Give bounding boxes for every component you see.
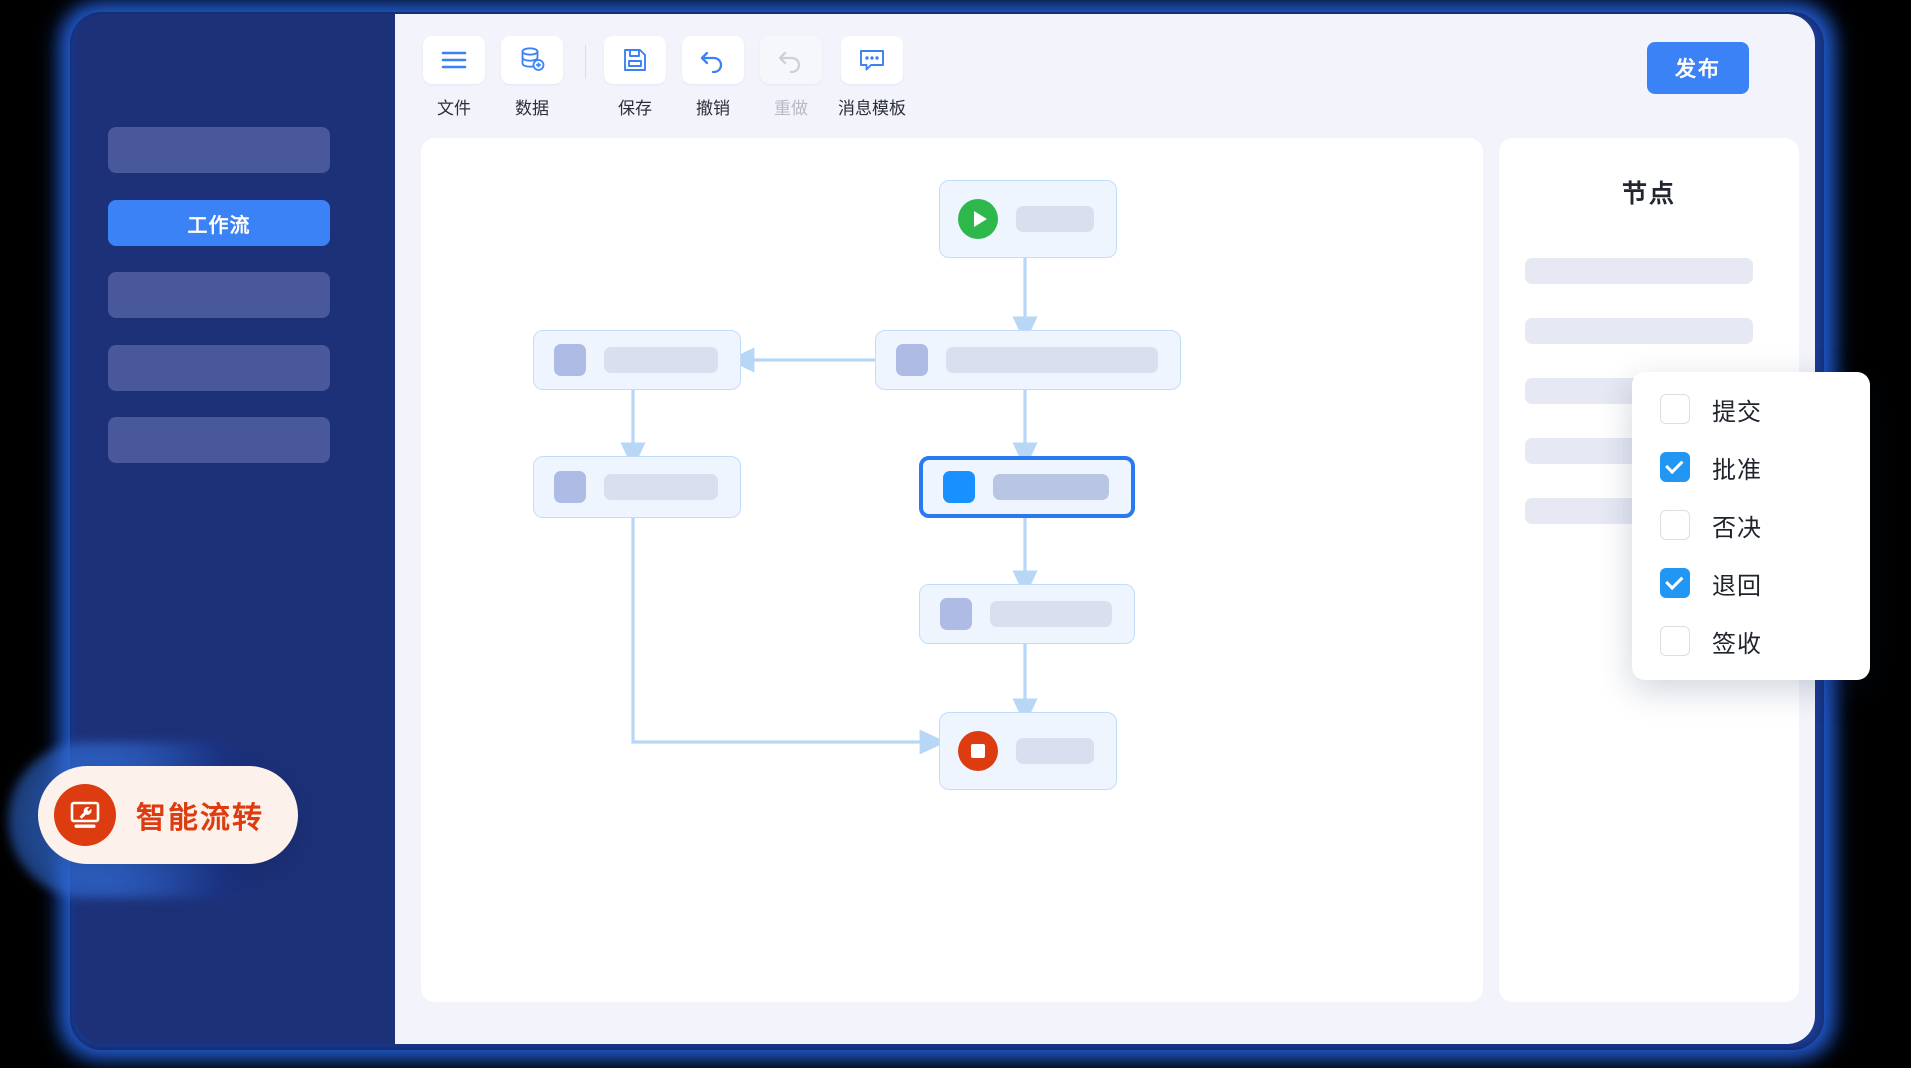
node-task-left2[interactable] (533, 456, 741, 518)
monitor-wrench-icon (54, 784, 116, 846)
node-selected[interactable] (919, 456, 1135, 518)
node-label-placeholder (946, 347, 1158, 373)
flow-connectors (620, 258, 1038, 755)
message-bubble-icon (841, 36, 903, 84)
toolbar-buttons: 文件 数据 保存 (423, 36, 922, 119)
node-label-placeholder (993, 474, 1109, 500)
toolbar-file-label: 文件 (437, 99, 471, 118)
toolbar: 文件 数据 保存 (395, 14, 1815, 138)
checkbox-row-approve[interactable]: 批准 (1632, 438, 1870, 496)
toolbar-data-button[interactable]: 数据 (501, 36, 563, 119)
square-icon (554, 344, 586, 376)
toolbar-file-button[interactable]: 文件 (423, 36, 485, 119)
checkbox-label-submit: 提交 (1712, 398, 1762, 426)
toolbar-redo-label: 重做 (774, 99, 808, 118)
node-label-placeholder (990, 601, 1112, 627)
sidebar-item-label: 工作流 (187, 214, 251, 237)
play-circle-icon (958, 199, 998, 239)
toolbar-undo-button[interactable]: 撤销 (682, 36, 744, 119)
checkbox-row-reject[interactable]: 否决 (1632, 496, 1870, 554)
workflow-canvas[interactable] (421, 138, 1483, 1002)
device-frame: 工作流 文件 (75, 14, 1815, 1044)
toolbar-divider (585, 45, 586, 79)
app-panel: 文件 数据 保存 (395, 14, 1815, 1044)
checkbox-approve[interactable] (1660, 452, 1690, 482)
stop-circle-icon (958, 731, 998, 771)
checkbox-row-return[interactable]: 退回 (1632, 554, 1870, 612)
toolbar-save-label: 保存 (618, 99, 652, 118)
checkbox-reject[interactable] (1660, 510, 1690, 540)
checkbox-label-reject: 否决 (1712, 514, 1762, 542)
node-start[interactable] (939, 180, 1117, 258)
undo-arrow-icon (682, 36, 744, 84)
toolbar-redo-button[interactable]: 重做 (760, 36, 822, 119)
toolbar-undo-label: 撤销 (696, 99, 730, 118)
sidebar-item-5[interactable] (108, 417, 330, 463)
square-icon (554, 471, 586, 503)
toolbar-message-template-button[interactable]: 消息模板 (838, 36, 906, 119)
save-disk-icon (604, 36, 666, 84)
checkbox-return[interactable] (1660, 568, 1690, 598)
node-label-placeholder (1016, 206, 1094, 232)
square-icon (940, 598, 972, 630)
menu-lines-icon (423, 36, 485, 84)
sidebar-item-1[interactable] (108, 127, 330, 173)
checkbox-row-submit[interactable]: 提交 (1632, 380, 1870, 438)
square-icon (943, 471, 975, 503)
node-task-left[interactable] (533, 330, 741, 390)
toolbar-data-label: 数据 (515, 99, 549, 118)
toolbar-save-button[interactable]: 保存 (604, 36, 666, 119)
square-icon (896, 344, 928, 376)
node-label-placeholder (604, 347, 718, 373)
node-label-placeholder (1016, 738, 1094, 764)
sidebar-item-workflow[interactable]: 工作流 (108, 200, 330, 246)
node-task-main[interactable] (875, 330, 1181, 390)
checkbox-signfor[interactable] (1660, 626, 1690, 656)
checkbox-row-signfor[interactable]: 签收 (1632, 612, 1870, 670)
sidebar-item-3[interactable] (108, 272, 330, 318)
checkbox-submit[interactable] (1660, 394, 1690, 424)
feature-badge: 智能流转 (38, 766, 298, 864)
redo-arrow-icon (760, 36, 822, 84)
node-action-popup: 提交 批准 否决 退回 签收 (1632, 372, 1870, 680)
checkbox-label-approve: 批准 (1712, 456, 1762, 484)
palette-item-1[interactable] (1525, 258, 1753, 284)
node-label-placeholder (604, 474, 718, 500)
publish-button[interactable]: 发布 (1647, 42, 1749, 94)
database-add-icon (501, 36, 563, 84)
node-task-mid[interactable] (919, 584, 1135, 644)
palette-item-2[interactable] (1525, 318, 1753, 344)
node-end[interactable] (939, 712, 1117, 790)
toolbar-message-template-label: 消息模板 (838, 99, 906, 118)
feature-badge-label: 智能流转 (136, 802, 264, 835)
checkbox-label-signfor: 签收 (1712, 630, 1762, 658)
sidebar-item-4[interactable] (108, 345, 330, 391)
checkbox-label-return: 退回 (1712, 572, 1762, 600)
palette-title: 节点 (1621, 180, 1676, 208)
